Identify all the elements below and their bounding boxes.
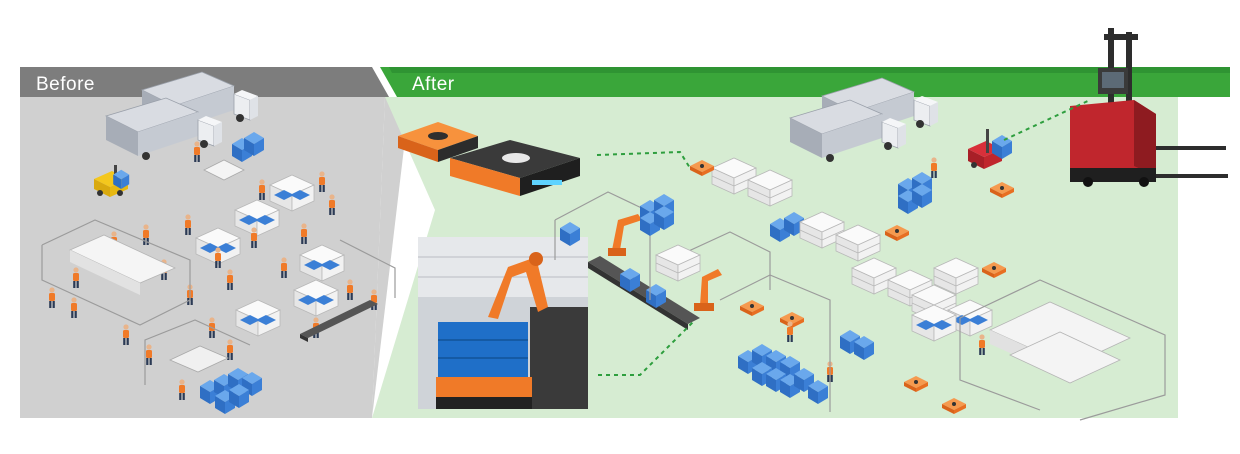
after-fence-left — [554, 191, 771, 300]
before-workbench-fence — [41, 219, 396, 326]
after-photo — [418, 237, 588, 409]
after-conveyor — [588, 256, 700, 330]
before-forklift — [94, 165, 130, 197]
after-right-fence-area — [959, 279, 1166, 421]
after-amr-large — [398, 122, 478, 162]
after-amr-large-2 — [450, 140, 580, 196]
after-label: After — [412, 74, 455, 95]
after-small-forklift — [968, 129, 1012, 169]
before-label: Before — [36, 74, 95, 95]
dashed-connectors — [596, 99, 1091, 376]
after-robotic-arm-2 — [694, 269, 722, 311]
after-stacker-forklift — [1070, 28, 1228, 187]
before-conveyor — [300, 300, 378, 342]
after-robotic-arm-1 — [608, 214, 642, 256]
before-bottom-area — [144, 319, 262, 414]
before-crates-top — [194, 132, 264, 181]
after-bottom-crates — [719, 274, 874, 412]
